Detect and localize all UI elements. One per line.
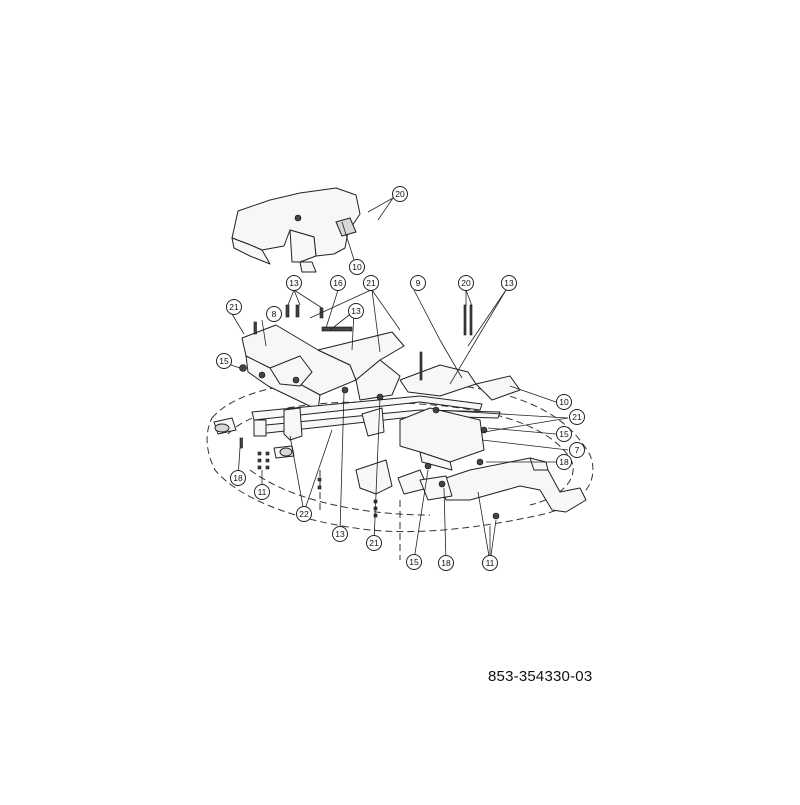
left-bracket-housing <box>241 324 405 411</box>
callout-label: 18 <box>559 457 569 467</box>
callout-label: 15 <box>409 557 419 567</box>
callout-bubble: 18 <box>438 555 454 571</box>
callout-bubble: 9 <box>410 275 426 291</box>
callout-bubble: 13 <box>501 275 517 291</box>
callout-label: 11 <box>486 558 495 568</box>
callout-bubble: 15 <box>406 554 422 570</box>
callout-bubble: 13 <box>286 275 302 291</box>
callout-bubble: 21 <box>366 535 382 551</box>
callout-bubble: 15 <box>216 353 232 369</box>
callout-label: 20 <box>395 189 405 199</box>
callout-label: 8 <box>272 309 277 319</box>
callout-bubble: 15 <box>556 426 572 442</box>
callout-bubble: 16 <box>330 275 346 291</box>
callout-bubble: 11 <box>254 484 270 500</box>
callout-bubble: 21 <box>569 409 585 425</box>
callout-label: 13 <box>335 529 345 539</box>
upper-shield-part <box>231 187 361 273</box>
callout-label: 21 <box>369 538 379 548</box>
callout-bubble: 18 <box>230 470 246 486</box>
callout-bubble: 10 <box>349 259 365 275</box>
callout-label: 13 <box>504 278 514 288</box>
callout-label: 21 <box>366 278 376 288</box>
callout-label: 7 <box>575 445 580 455</box>
callout-bubble: 18 <box>556 454 572 470</box>
callout-label: 18 <box>233 473 243 483</box>
callout-label: 15 <box>219 356 229 366</box>
callout-label: 20 <box>461 278 471 288</box>
callout-label: 16 <box>333 278 343 288</box>
callout-label: 21 <box>229 302 239 312</box>
callout-leaders <box>221 197 569 563</box>
callout-bubble: 13 <box>348 303 364 319</box>
right-cover-plate <box>399 364 521 401</box>
lower-left-brackets <box>213 417 429 495</box>
hardware-bolts <box>214 304 500 520</box>
callout-bubble: 10 <box>556 394 572 410</box>
callout-bubble: 7 <box>569 442 585 458</box>
callout-label: 11 <box>258 487 267 497</box>
callout-label: 13 <box>351 306 361 316</box>
callout-bubble: 20 <box>458 275 474 291</box>
callout-label: 9 <box>416 278 421 288</box>
callout-label: 13 <box>289 278 299 288</box>
callout-bubble: 20 <box>392 186 408 202</box>
callout-label: 18 <box>441 558 451 568</box>
callout-label: 10 <box>559 397 569 407</box>
document-number: 853-354330-03 <box>488 668 593 685</box>
callout-bubble: 21 <box>363 275 379 291</box>
callout-bubble: 22 <box>296 506 312 522</box>
callout-label: 15 <box>559 429 569 439</box>
callout-label: 22 <box>299 509 309 519</box>
callout-label: 10 <box>352 262 362 272</box>
callout-label: 21 <box>572 412 582 422</box>
callout-bubble: 8 <box>266 306 282 322</box>
callout-bubble: 11 <box>482 555 498 571</box>
center-lower-bracket <box>361 407 485 471</box>
callout-bubbles: 20 10 13 16 21 9 20 13 21 8 13 15 10 21 … <box>216 186 585 571</box>
callout-bubble: 13 <box>332 526 348 542</box>
callout-bubble: 21 <box>226 299 242 315</box>
